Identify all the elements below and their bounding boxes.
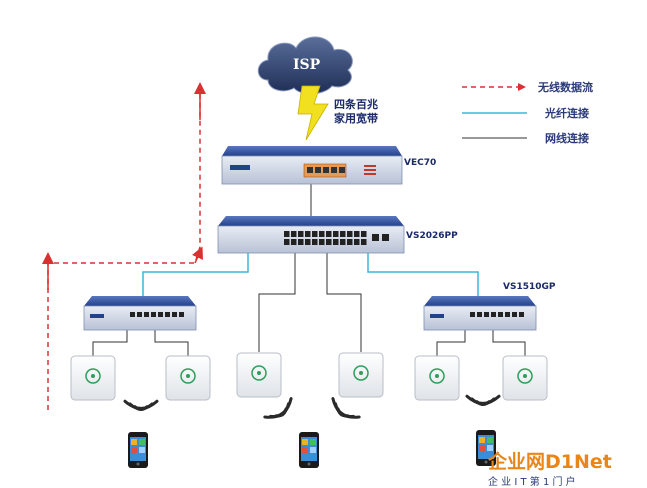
watermark-slogan: 企 业 I T 第 1 门 户 bbox=[488, 475, 576, 488]
access-point-icon bbox=[165, 355, 211, 401]
access-point-icon bbox=[338, 352, 384, 398]
left-access-switch bbox=[83, 296, 197, 331]
legend-wireless-label: 无线数据流 bbox=[537, 80, 593, 94]
wifi-signal-icon bbox=[331, 397, 361, 419]
access-point-icon bbox=[236, 352, 282, 398]
smartphone-icon bbox=[476, 430, 496, 466]
fiber-links bbox=[142, 253, 479, 296]
ethernet-links bbox=[92, 184, 526, 356]
legend-ethernet-label: 网线连接 bbox=[545, 131, 589, 145]
wifi-signal-icon bbox=[123, 399, 159, 411]
isp-cloud-icon: ISP bbox=[257, 36, 353, 95]
mobile-devices bbox=[128, 430, 496, 468]
right-access-switch: VS1510GP bbox=[423, 282, 556, 331]
access-points bbox=[70, 352, 548, 401]
core-switch-device: VS2026PP bbox=[217, 216, 458, 254]
bandwidth-label-line2: 家用宽带 bbox=[334, 111, 378, 125]
watermark-brand: 企业网D1Net bbox=[487, 450, 612, 473]
bandwidth-label-line1: 四条百兆 bbox=[334, 97, 378, 111]
smartphone-icon bbox=[299, 432, 319, 468]
core-switch-label: VS2026PP bbox=[406, 231, 458, 241]
smartphone-icon bbox=[128, 432, 148, 468]
switch-port-grid bbox=[284, 231, 389, 245]
legend-fiber-label: 光纤连接 bbox=[544, 106, 589, 120]
lightning-bolt-icon bbox=[297, 85, 329, 141]
right-switch-label: VS1510GP bbox=[503, 282, 556, 292]
wifi-signal-icon bbox=[465, 394, 501, 406]
wireless-flow-path bbox=[42, 82, 206, 410]
gateway-device: VEC70 bbox=[221, 146, 436, 185]
isp-label: ISP bbox=[293, 57, 321, 73]
legend: 无线数据流 光纤连接 网线连接 bbox=[462, 80, 593, 145]
watermark: 企业网D1Net 企 业 I T 第 1 门 户 bbox=[487, 450, 612, 488]
access-point-icon bbox=[502, 355, 548, 401]
brand-logo-icon bbox=[230, 165, 250, 170]
gateway-label: VEC70 bbox=[404, 158, 436, 168]
access-point-icon bbox=[414, 355, 460, 401]
legend-arrow-icon bbox=[518, 83, 526, 91]
access-point-icon bbox=[70, 355, 116, 401]
wifi-signal-icon bbox=[263, 397, 293, 419]
wifi-signals bbox=[123, 394, 501, 419]
